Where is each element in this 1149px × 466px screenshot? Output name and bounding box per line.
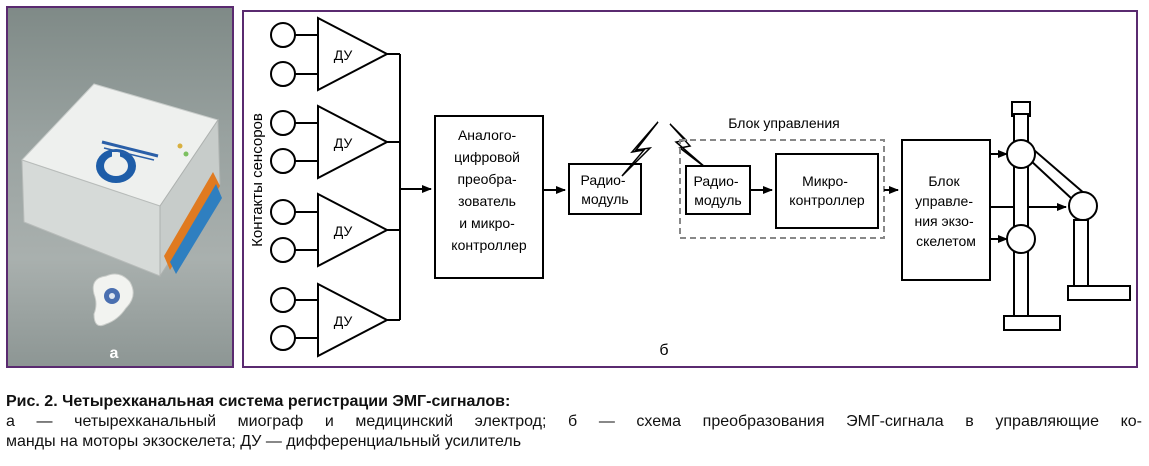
wireless-signal-icon bbox=[669, 123, 707, 169]
sensor-contact bbox=[270, 287, 296, 313]
block-diagram: Контакты сенсоров ДУ ДУ bbox=[249, 16, 1131, 359]
amplifier-label: ДУ bbox=[334, 47, 353, 63]
sensor-contact bbox=[270, 110, 296, 136]
university-logo bbox=[96, 140, 159, 183]
differential-amplifier bbox=[317, 104, 390, 180]
panel-a-label: а bbox=[110, 345, 119, 362]
myograph-photo: а bbox=[21, 83, 222, 362]
adc-label: Аналого- цифровой преобра- зователь и ми… bbox=[451, 127, 527, 253]
adc-block: Аналого- цифровой преобра- зователь и ми… bbox=[434, 115, 544, 279]
radio-module-1: Радио- модуль bbox=[568, 163, 642, 215]
radio-module-2: Радио- модуль bbox=[685, 165, 751, 215]
svg-text:Блок управле-: Блок управле- ния экзо- скелетом bbox=[914, 173, 977, 249]
caption-line-2: манды на моторы экзоскелета; ДУ — диффер… bbox=[6, 433, 522, 450]
photo-panel: а bbox=[6, 6, 234, 368]
sensor-contact bbox=[270, 237, 296, 263]
led-indicator bbox=[177, 143, 183, 149]
sensor-contact bbox=[270, 22, 296, 48]
sensor-contact bbox=[270, 199, 296, 225]
wireless-signal-icon bbox=[621, 121, 659, 177]
medical-electrode bbox=[92, 273, 134, 327]
connector-terminals bbox=[170, 184, 222, 274]
channel-1: ДУ bbox=[270, 16, 400, 92]
device-side bbox=[159, 118, 221, 278]
sensor-contact bbox=[270, 325, 296, 351]
sensor-contacts-label: Контакты сенсоров bbox=[249, 113, 266, 247]
microcontroller-block: Микро- контроллер bbox=[775, 153, 879, 229]
exoskeleton-control-block: Блок управле- ния экзо- скелетом bbox=[901, 139, 991, 281]
channel-3: ДУ bbox=[270, 192, 400, 268]
amplifier-label: ДУ bbox=[334, 223, 353, 239]
control-unit-title: Блок управления bbox=[728, 115, 840, 131]
channel-2: ДУ bbox=[270, 104, 400, 180]
sensor-contact bbox=[270, 61, 296, 87]
svg-text:Радио- модуль: Радио- модуль bbox=[694, 173, 743, 208]
caption-title: Рис. 2. Четырехканальная система регистр… bbox=[6, 393, 511, 410]
panel-b-label: б bbox=[659, 342, 668, 359]
connector-strip bbox=[164, 172, 220, 270]
sensor-contact bbox=[270, 148, 296, 174]
amplifier-label: ДУ bbox=[334, 313, 353, 329]
svg-text:Радио- модуль: Радио- модуль bbox=[581, 172, 630, 207]
figure-caption: Рис. 2. Четырехканальная система регистр… bbox=[6, 392, 1142, 452]
exoskeleton-icon bbox=[1003, 101, 1131, 331]
led-indicator bbox=[183, 151, 189, 157]
diagram-panel: Контакты сенсоров ДУ ДУ bbox=[242, 10, 1138, 368]
differential-amplifier bbox=[317, 282, 390, 358]
differential-amplifier bbox=[317, 192, 390, 268]
caption-line-1: а — четырехканальный миограф и медицинск… bbox=[6, 413, 1142, 430]
amplifier-label: ДУ bbox=[334, 135, 353, 151]
svg-text:Микро- контроллер: Микро- контроллер bbox=[789, 173, 865, 208]
differential-amplifier bbox=[317, 16, 390, 92]
channel-4: ДУ bbox=[270, 282, 400, 358]
